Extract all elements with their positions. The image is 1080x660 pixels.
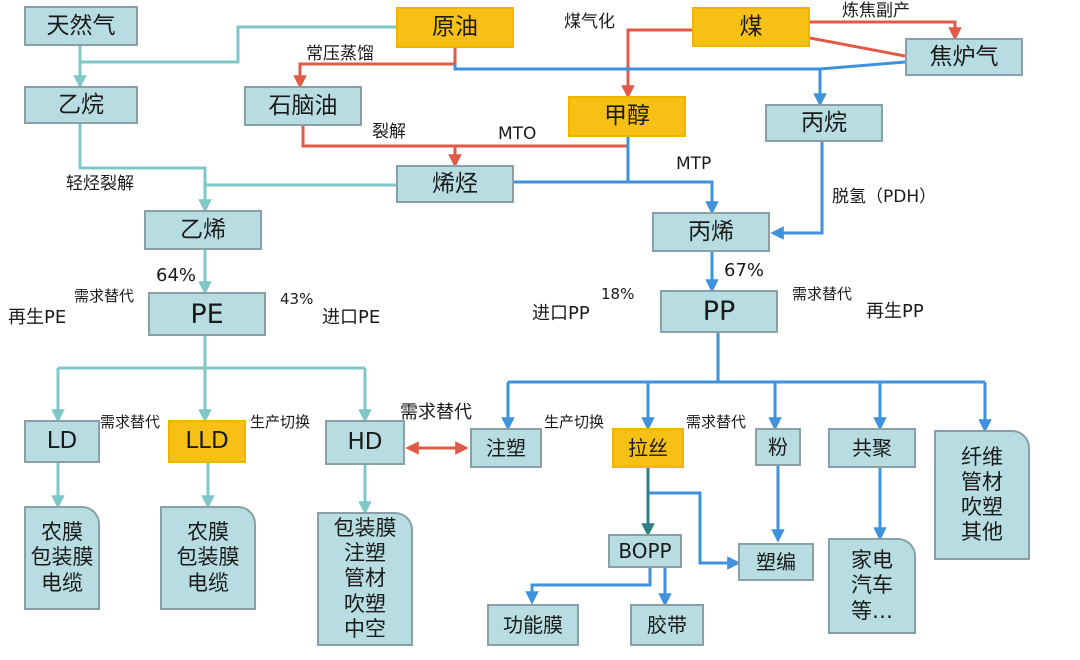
label-mto: MTO — [498, 124, 537, 144]
node-ld: LD — [24, 420, 100, 463]
label-ethylene-to-pe-pct: 64% — [156, 265, 197, 286]
label-pe-import: 进口PE — [322, 307, 381, 328]
label-injection-raffia-production-switch: 生产切换 — [544, 413, 605, 431]
node-coal: 煤 — [692, 7, 810, 47]
node-coke-oven-gas: 焦炉气 — [905, 38, 1023, 76]
output-text: 等… — [851, 598, 893, 623]
node-hd: HD — [325, 420, 405, 465]
output-text: 家电 — [851, 548, 893, 573]
edge-pp-branches — [508, 333, 985, 384]
edge-propane-to-propylene-pdh — [770, 141, 824, 240]
node-pp: PP — [660, 290, 778, 333]
output-text: 包装膜 — [30, 545, 94, 570]
node-ethylene: 乙烯 — [144, 210, 262, 250]
node-methanol: 甲醇 — [568, 96, 686, 137]
label-pe-import-pct: 43% — [280, 290, 314, 308]
label-pe-demand-substitution: 需求替代 — [74, 287, 135, 305]
node-tape: 胶带 — [630, 604, 704, 646]
node-copolymer: 共聚 — [828, 428, 916, 468]
output-text: 管材 — [961, 469, 1003, 494]
output-text: 汽车 — [851, 573, 893, 598]
label-light-hc-cracking: 轻烃裂解 — [66, 174, 134, 194]
edge-ethane-to-ethylene — [78, 122, 212, 213]
edge-pe-branches — [58, 336, 365, 370]
label-coal-gasification: 煤气化 — [564, 12, 615, 32]
node-lld-outputs: 农膜 包装膜 电缆 — [160, 506, 256, 610]
output-text: 农膜 — [187, 520, 229, 545]
node-natural-gas: 天然气 — [24, 6, 138, 46]
label-mtp: MTP — [676, 154, 712, 174]
edge-coke-gas-to-propane — [819, 60, 906, 71]
label-pdh: 脱氢（PDH） — [832, 187, 937, 207]
node-raffia: 拉丝 — [612, 428, 684, 468]
output-text: 吹塑 — [344, 591, 386, 616]
edge-coal-to-coke-gas — [809, 36, 906, 58]
label-coking-byproduct: 炼焦副产 — [842, 1, 910, 21]
node-olefins: 烯烃 — [396, 165, 514, 203]
label-pe-recycled: 再生PE — [8, 307, 67, 328]
edge-crude-to-ethane — [80, 25, 396, 64]
node-pp-other-outputs: 纤维 管材 吹塑 其他 — [934, 430, 1030, 560]
output-text: 中空 — [344, 616, 386, 641]
output-text: 管材 — [344, 566, 386, 591]
label-atmospheric-distillation: 常压蒸馏 — [306, 44, 374, 64]
node-woven: 塑编 — [738, 543, 814, 581]
node-lld: LLD — [168, 420, 246, 463]
node-bopp: BOPP — [608, 534, 682, 568]
node-powder: 粉 — [755, 428, 801, 466]
output-text: 其他 — [961, 520, 1003, 545]
label-pp-demand-substitution: 需求替代 — [792, 285, 853, 303]
output-text: 吹塑 — [961, 495, 1003, 519]
node-propylene: 丙烯 — [652, 212, 770, 252]
label-pp-import-pct: 18% — [601, 285, 635, 303]
label-pp-recycled: 再生PP — [866, 301, 924, 322]
node-injection: 注塑 — [470, 428, 542, 468]
output-text: 电缆 — [41, 570, 83, 595]
edge-raffia-to-woven — [648, 491, 741, 570]
edge-crude-to-propane — [453, 64, 827, 107]
label-ld-lld-demand-substitution: 需求替代 — [100, 413, 161, 431]
edge-bopp-to-films — [525, 568, 652, 605]
label-hd-injection-demand-substitution: 需求替代 — [400, 402, 472, 423]
label-pp-import: 进口PP — [532, 303, 590, 324]
output-text: 农膜 — [41, 520, 83, 545]
node-ld-outputs: 农膜 包装膜 电缆 — [24, 506, 100, 610]
node-copolymer-outputs: 家电 汽车 等… — [828, 538, 916, 634]
edge-methanol-to-olefins-mto — [455, 137, 630, 148]
node-naphtha: 石脑油 — [244, 86, 362, 126]
label-raffia-powder-demand-substitution: 需求替代 — [686, 413, 747, 431]
node-propane: 丙烷 — [765, 104, 883, 142]
output-text: 电缆 — [187, 570, 229, 595]
output-text: 包装膜 — [333, 516, 397, 541]
edge-coal-coking — [810, 20, 962, 41]
node-ethane: 乙烷 — [24, 86, 138, 124]
output-text: 包装膜 — [176, 545, 240, 570]
output-text: 纤维 — [961, 444, 1003, 469]
node-crude-oil: 原油 — [396, 7, 514, 48]
label-propylene-to-pp-pct: 67% — [724, 260, 765, 281]
edge-naphtha-to-olefins — [301, 126, 462, 168]
output-text: 注塑 — [344, 541, 386, 566]
node-pe: PE — [148, 292, 266, 336]
edge-methanol-to-propylene-mtp — [626, 137, 719, 215]
label-cracking: 裂解 — [372, 122, 406, 142]
label-lld-hd-production-switch: 生产切换 — [250, 413, 311, 431]
edge-coal-to-methanol — [621, 28, 692, 99]
node-hd-outputs: 包装膜 注塑 管材 吹塑 中空 — [317, 512, 413, 646]
node-functional-film: 功能膜 — [487, 604, 579, 646]
edge-crude-to-naphtha — [293, 48, 457, 89]
